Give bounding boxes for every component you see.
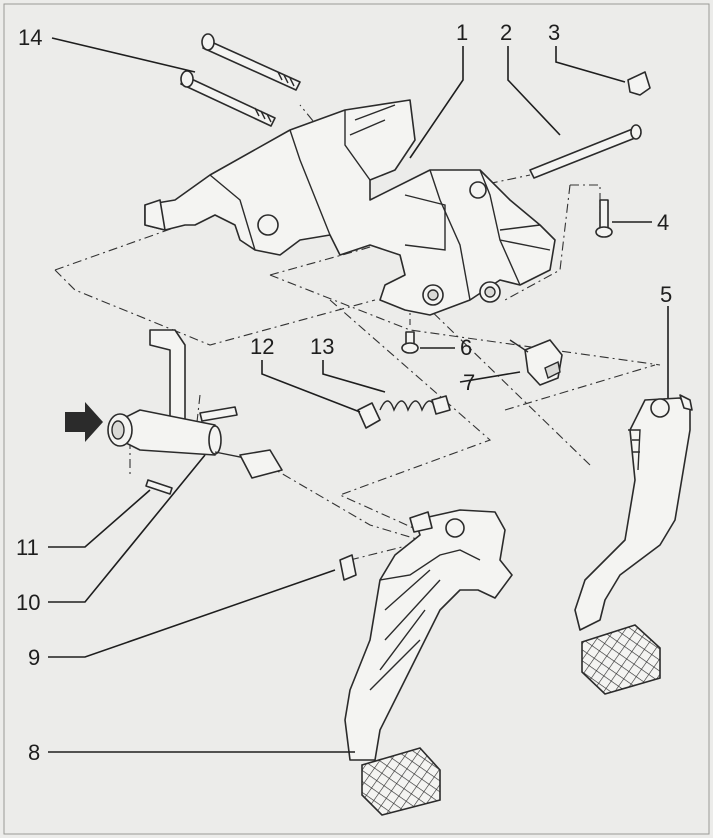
clutch-pedal [344, 509, 513, 816]
callout-1: 1 [456, 20, 468, 45]
callout-12: 12 [250, 334, 274, 359]
callout-3: 3 [548, 20, 560, 45]
brake-pedal [574, 394, 693, 695]
callout-11: 11 [16, 535, 39, 560]
direction-arrow [65, 402, 103, 442]
callout-6: 6 [460, 335, 472, 360]
pedal-switch [509, 339, 563, 386]
return-spring-13 [379, 395, 451, 415]
callout-leaders [48, 37, 669, 753]
callout-5: 5 [660, 282, 672, 307]
callout-8: 8 [28, 740, 40, 765]
clip-9 [339, 554, 357, 581]
clutch-master-cylinder [107, 329, 283, 495]
callout-7: 7 [463, 370, 475, 395]
callout-labels: 14 1 2 3 4 5 6 7 12 13 11 10 9 8 [16, 20, 672, 765]
callout-14: 14 [18, 25, 42, 50]
nut-6 [401, 331, 419, 354]
callout-4: 4 [657, 210, 669, 235]
callout-9: 9 [28, 645, 40, 670]
pivot-pin [529, 124, 642, 179]
callout-13: 13 [310, 334, 334, 359]
retaining-clip [627, 71, 651, 96]
callout-10: 10 [16, 590, 40, 615]
pedal-bracket [144, 99, 556, 316]
bolt-4 [595, 199, 613, 238]
long-bolt [180, 33, 301, 127]
spring-clip-12 [357, 402, 381, 429]
callout-2: 2 [500, 20, 512, 45]
frame-border [3, 3, 710, 835]
